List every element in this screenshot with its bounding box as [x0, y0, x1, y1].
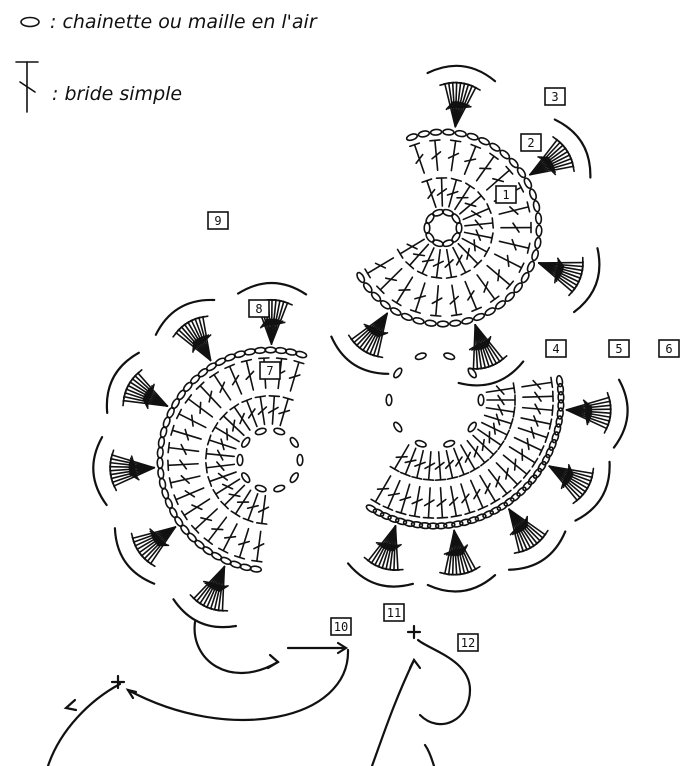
motif-left [93, 283, 307, 627]
round-label-9: 9 [208, 212, 228, 229]
round-label-1: 1 [496, 186, 516, 203]
round-label-text: 10 [334, 620, 348, 634]
round-label-8: 8 [249, 300, 269, 317]
treble-stitch-icon [16, 62, 38, 112]
legend-treble-text: : bride simple [52, 83, 182, 105]
round-label-text: 5 [615, 342, 622, 356]
round-label-text: 11 [387, 606, 401, 620]
round-label-text: 2 [527, 136, 534, 150]
joining-arrows [48, 622, 470, 766]
round-label-text: 9 [214, 214, 221, 228]
round-label-text: 3 [551, 90, 558, 104]
legend-row-chain: : chainette ou maille en l'air [21, 11, 318, 33]
round-label-11: 11 [384, 604, 404, 621]
round-label-text: 8 [255, 302, 262, 316]
round-label-7: 7 [260, 362, 280, 379]
round-label-text: 1 [502, 188, 509, 202]
motif-right [348, 352, 628, 592]
slip-stitch-marker [112, 626, 420, 688]
round-label-6: 6 [659, 340, 679, 357]
round-label-text: 7 [266, 364, 273, 378]
round-label-text: 12 [461, 636, 475, 650]
round-label-text: 6 [665, 342, 672, 356]
round-label-10: 10 [331, 618, 351, 635]
legend-chain-text: : chainette ou maille en l'air [50, 11, 318, 33]
legend-row-treble: : bride simple [16, 62, 182, 112]
legend: : chainette ou maille en l'air : bride s… [16, 11, 318, 112]
round-label-5: 5 [609, 340, 629, 357]
chain-oval-icon [21, 18, 39, 27]
round-label-12: 12 [458, 634, 478, 651]
round-label-4: 4 [546, 340, 566, 357]
motif-top [331, 66, 599, 386]
round-label-text: 4 [552, 342, 559, 356]
round-label-3: 3 [545, 88, 565, 105]
round-label-2: 2 [521, 134, 541, 151]
